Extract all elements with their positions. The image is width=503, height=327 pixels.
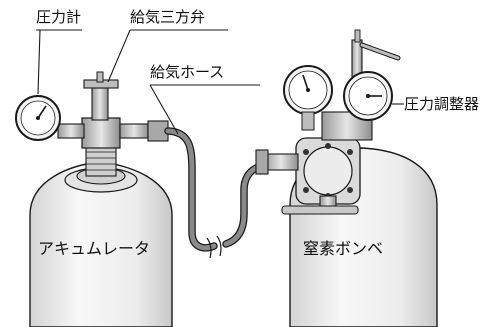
pressure-regulator — [255, 111, 373, 215]
accumulator-pressure-gauge — [15, 95, 61, 141]
label-accumulator: アキュムレータ — [38, 239, 151, 258]
regulator-gauge-left — [283, 65, 333, 131]
supply-hose — [164, 127, 266, 259]
leader-lines — [36, 29, 404, 135]
label-pressure-gauge: 圧力計 — [36, 8, 82, 26]
regulator-gauge-right — [343, 71, 393, 121]
supply-valve-assembly — [57, 71, 169, 177]
label-supply-valve: 給気三方弁 — [130, 8, 206, 26]
label-nitrogen-cylinder: 窒素ボンベ — [303, 239, 384, 258]
label-pressure-regulator: 圧力調整器 — [404, 95, 480, 113]
label-supply-hose: 給気ホース — [150, 63, 225, 81]
